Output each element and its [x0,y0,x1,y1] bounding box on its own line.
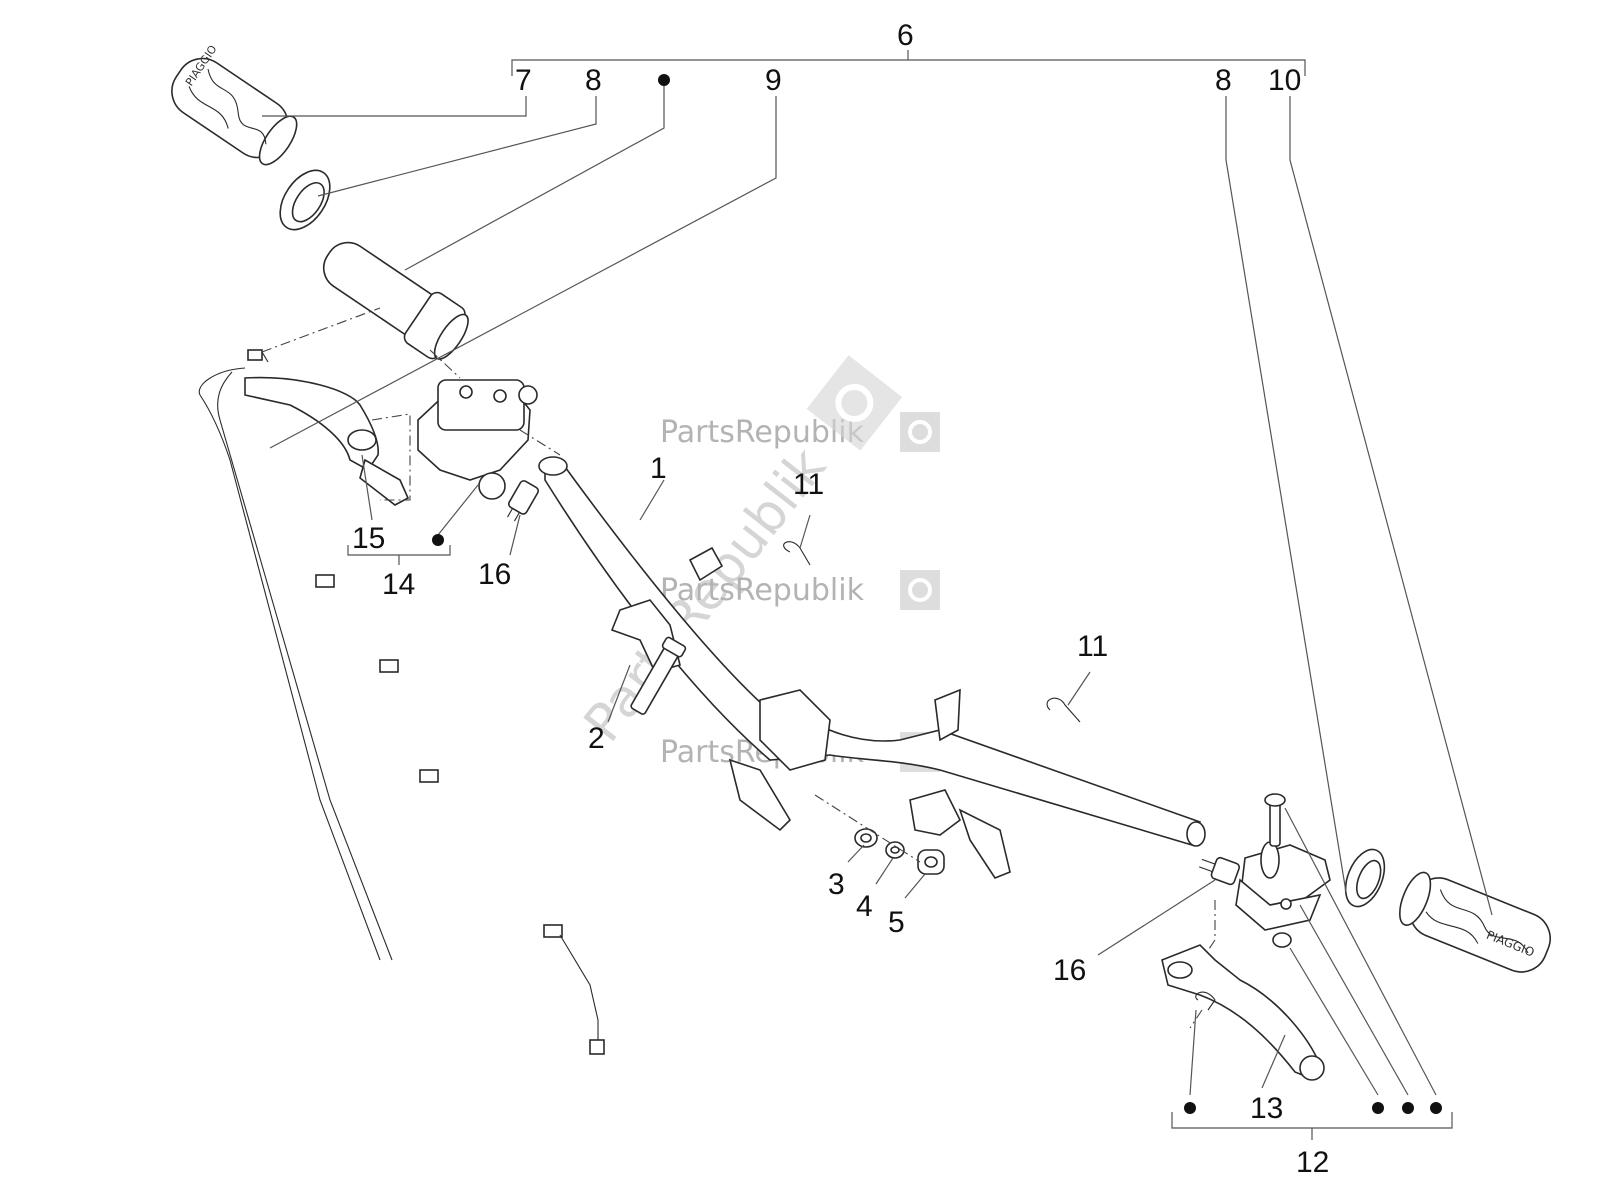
right-pivot-washer [1272,932,1292,948]
callout-12: 12 [1296,1146,1329,1179]
right-grip: PIAGGIO [1399,871,1551,973]
spring-clip-lower [1046,697,1081,723]
brake-switch-right [1199,856,1241,886]
callout-16-left: 16 [478,558,511,591]
callout-16-right: 16 [1053,954,1086,987]
right-lever-spring [1195,991,1216,1011]
callout-6: 6 [897,19,914,52]
washer-4 [885,841,905,859]
kit-dot-14 [432,534,444,546]
spring-clip-upper [783,541,811,566]
kit-dot-12d [1430,1102,1442,1114]
callout-8-right: 8 [1215,64,1232,97]
right-master-cylinder [1235,841,1331,931]
callout-7: 7 [515,64,532,97]
throttle-tube [322,241,469,360]
nut-5 [917,849,945,875]
callout-14: 14 [382,568,415,601]
callout-labels: 6 7 8 9 8 10 1 11 11 15 14 16 2 3 4 5 16… [352,19,1329,1179]
svg-text:PartsRepublik: PartsRepublik [660,573,865,608]
callout-2: 2 [588,722,605,755]
brake-master-cylinder [417,379,538,500]
left-grip-ring [279,169,331,231]
callout-4: 4 [856,890,873,923]
callout-10: 10 [1268,64,1301,97]
brake-switch-left [507,480,539,522]
callout-11-lower: 11 [1077,630,1108,663]
left-grip: PIAGGIO [171,43,298,166]
gear-icon [900,412,940,452]
kit-dot-12a [1184,1102,1196,1114]
callout-9: 9 [765,64,782,97]
callout-8-left: 8 [585,64,602,97]
gear-icon [806,355,903,451]
gear-icon [900,570,940,610]
right-lever-dash [1189,1009,1203,1029]
throttle-lever-dash [429,349,461,379]
right-pivot-bolt [1264,793,1286,847]
assembly-bracket-12 [1171,1112,1453,1140]
throttle-cable [198,349,605,1055]
right-grip-ring [1344,848,1386,908]
bolt [630,636,687,715]
bolt-washer-dash [814,794,921,863]
leader-lines [262,86,1493,1096]
lever-outline-dash [371,413,411,501]
assembly-bracket-14 [347,545,451,565]
callout-1: 1 [650,452,667,485]
callout-15: 15 [352,522,385,555]
kit-dot-top [658,74,670,86]
kit-dot-12b [1372,1102,1384,1114]
throttle-cable-dash [261,307,381,353]
assembly-bracket-6 [511,50,1306,76]
kit-dot-12c [1402,1102,1414,1114]
callout-11-upper: 11 [793,468,824,501]
kit-indicator-dots [432,74,1442,1114]
watermark-2: PartsRepublik [660,570,940,610]
callout-5: 5 [888,906,905,939]
right-bracket-dash [1204,900,1216,956]
callout-3: 3 [828,868,845,901]
callout-13: 13 [1250,1092,1283,1125]
master-cylinder-handlebar-dash [519,429,561,456]
washer-3 [854,828,878,848]
left-brake-lever [244,376,410,506]
